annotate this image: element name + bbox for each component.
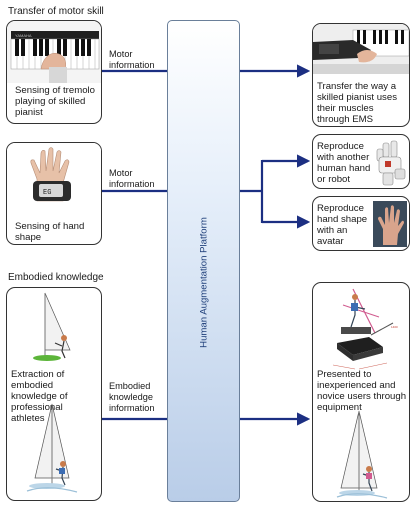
arrow-label-motor-info-1: Motor information	[109, 49, 154, 71]
ems-piano-image	[313, 24, 409, 74]
robot-hand-image	[376, 140, 406, 186]
equipment-caption-line: novice users through	[317, 391, 407, 402]
box-equipment-presented: 1400 Presented to inexperienced and novi…	[312, 282, 410, 502]
athlete-caption-line: embodied	[11, 380, 54, 391]
arrow-label-line: information	[109, 60, 155, 70]
ems-caption-line: through EMS	[317, 114, 373, 125]
equipment-caption-line: equipment	[317, 402, 362, 413]
arrow-label-line: Motor	[109, 168, 133, 178]
arrow-label-line: Motor	[109, 49, 133, 59]
hand-caption-line: shape	[15, 232, 42, 243]
piano-caption-line: pianist	[15, 107, 43, 118]
equipment-caption-line: Presented to	[317, 369, 372, 380]
ems-caption-line: their muscles	[317, 103, 374, 114]
box-avatar-reproduce: Reproduce hand shape with an avatar	[312, 196, 410, 251]
keyboard-brand-text: YAMAHA	[15, 33, 32, 38]
arrow-label-embodied-info: Embodied knowledge information	[109, 381, 154, 414]
piano-caption-line: Sensing of tremolo	[15, 85, 95, 96]
robot-caption-line: or robot	[317, 174, 351, 185]
box-robot-reproduce: Reproduce with another human hand or rob…	[312, 134, 410, 189]
robot-caption-line: Reproduce	[317, 141, 364, 152]
arrow-label-motor-info-2: Motor information	[109, 168, 154, 190]
avatar-caption-line: Reproduce	[317, 203, 364, 214]
section-title-motor-skill: Transfer of motor skill	[8, 6, 104, 17]
athlete-caption-line: professional	[11, 402, 63, 413]
ems-caption-line: Transfer the way a	[317, 81, 397, 92]
box-piano-sensing: YAMAHA Sensing of tremolo playing of ski…	[6, 20, 102, 124]
box-hand-sensing: EG Sensing of hand shape	[6, 142, 102, 245]
avatar-caption-line: avatar	[317, 236, 344, 247]
avatar-caption-line: hand shape	[317, 214, 368, 225]
robot-caption-line: human hand	[317, 163, 371, 174]
windsurfer-illustrations	[26, 292, 78, 493]
human-augmentation-platform: Human Augmentation Platform	[167, 20, 240, 502]
athlete-caption-line: knowledge of	[11, 391, 68, 402]
ems-caption-line: skilled pianist uses	[317, 92, 397, 103]
arrow-label-line: knowledge	[109, 392, 153, 402]
box-athlete-extraction: Extraction of embodied knowledge of prof…	[6, 287, 102, 501]
athlete-caption-line: athletes	[11, 413, 45, 424]
arrow-label-line: information	[109, 403, 155, 413]
hand-caption-line: Sensing of hand	[15, 221, 85, 232]
arrow-label-line: Embodied	[109, 381, 151, 391]
equipment-caption-line: inexperienced and	[317, 380, 396, 391]
arrow-label-line: information	[109, 179, 155, 189]
svg-text:1400: 1400	[391, 325, 398, 329]
athlete-caption-line: Extraction of	[11, 369, 65, 380]
hand-sensor-image: EG	[7, 143, 101, 213]
equipment-illustrations: 1400	[332, 288, 398, 499]
avatar-caption-line: with an	[317, 225, 348, 236]
piano-caption-line: playing of skilled	[15, 96, 86, 107]
piano-playing-image: YAMAHA	[7, 21, 101, 83]
section-title-embodied-knowledge: Embodied knowledge	[8, 272, 104, 283]
robot-caption-line: with another	[317, 152, 370, 163]
svg-text:EG: EG	[43, 189, 51, 197]
avatar-hand-image	[373, 201, 407, 247]
box-ems-transfer: Transfer the way a skilled pianist uses …	[312, 23, 410, 127]
